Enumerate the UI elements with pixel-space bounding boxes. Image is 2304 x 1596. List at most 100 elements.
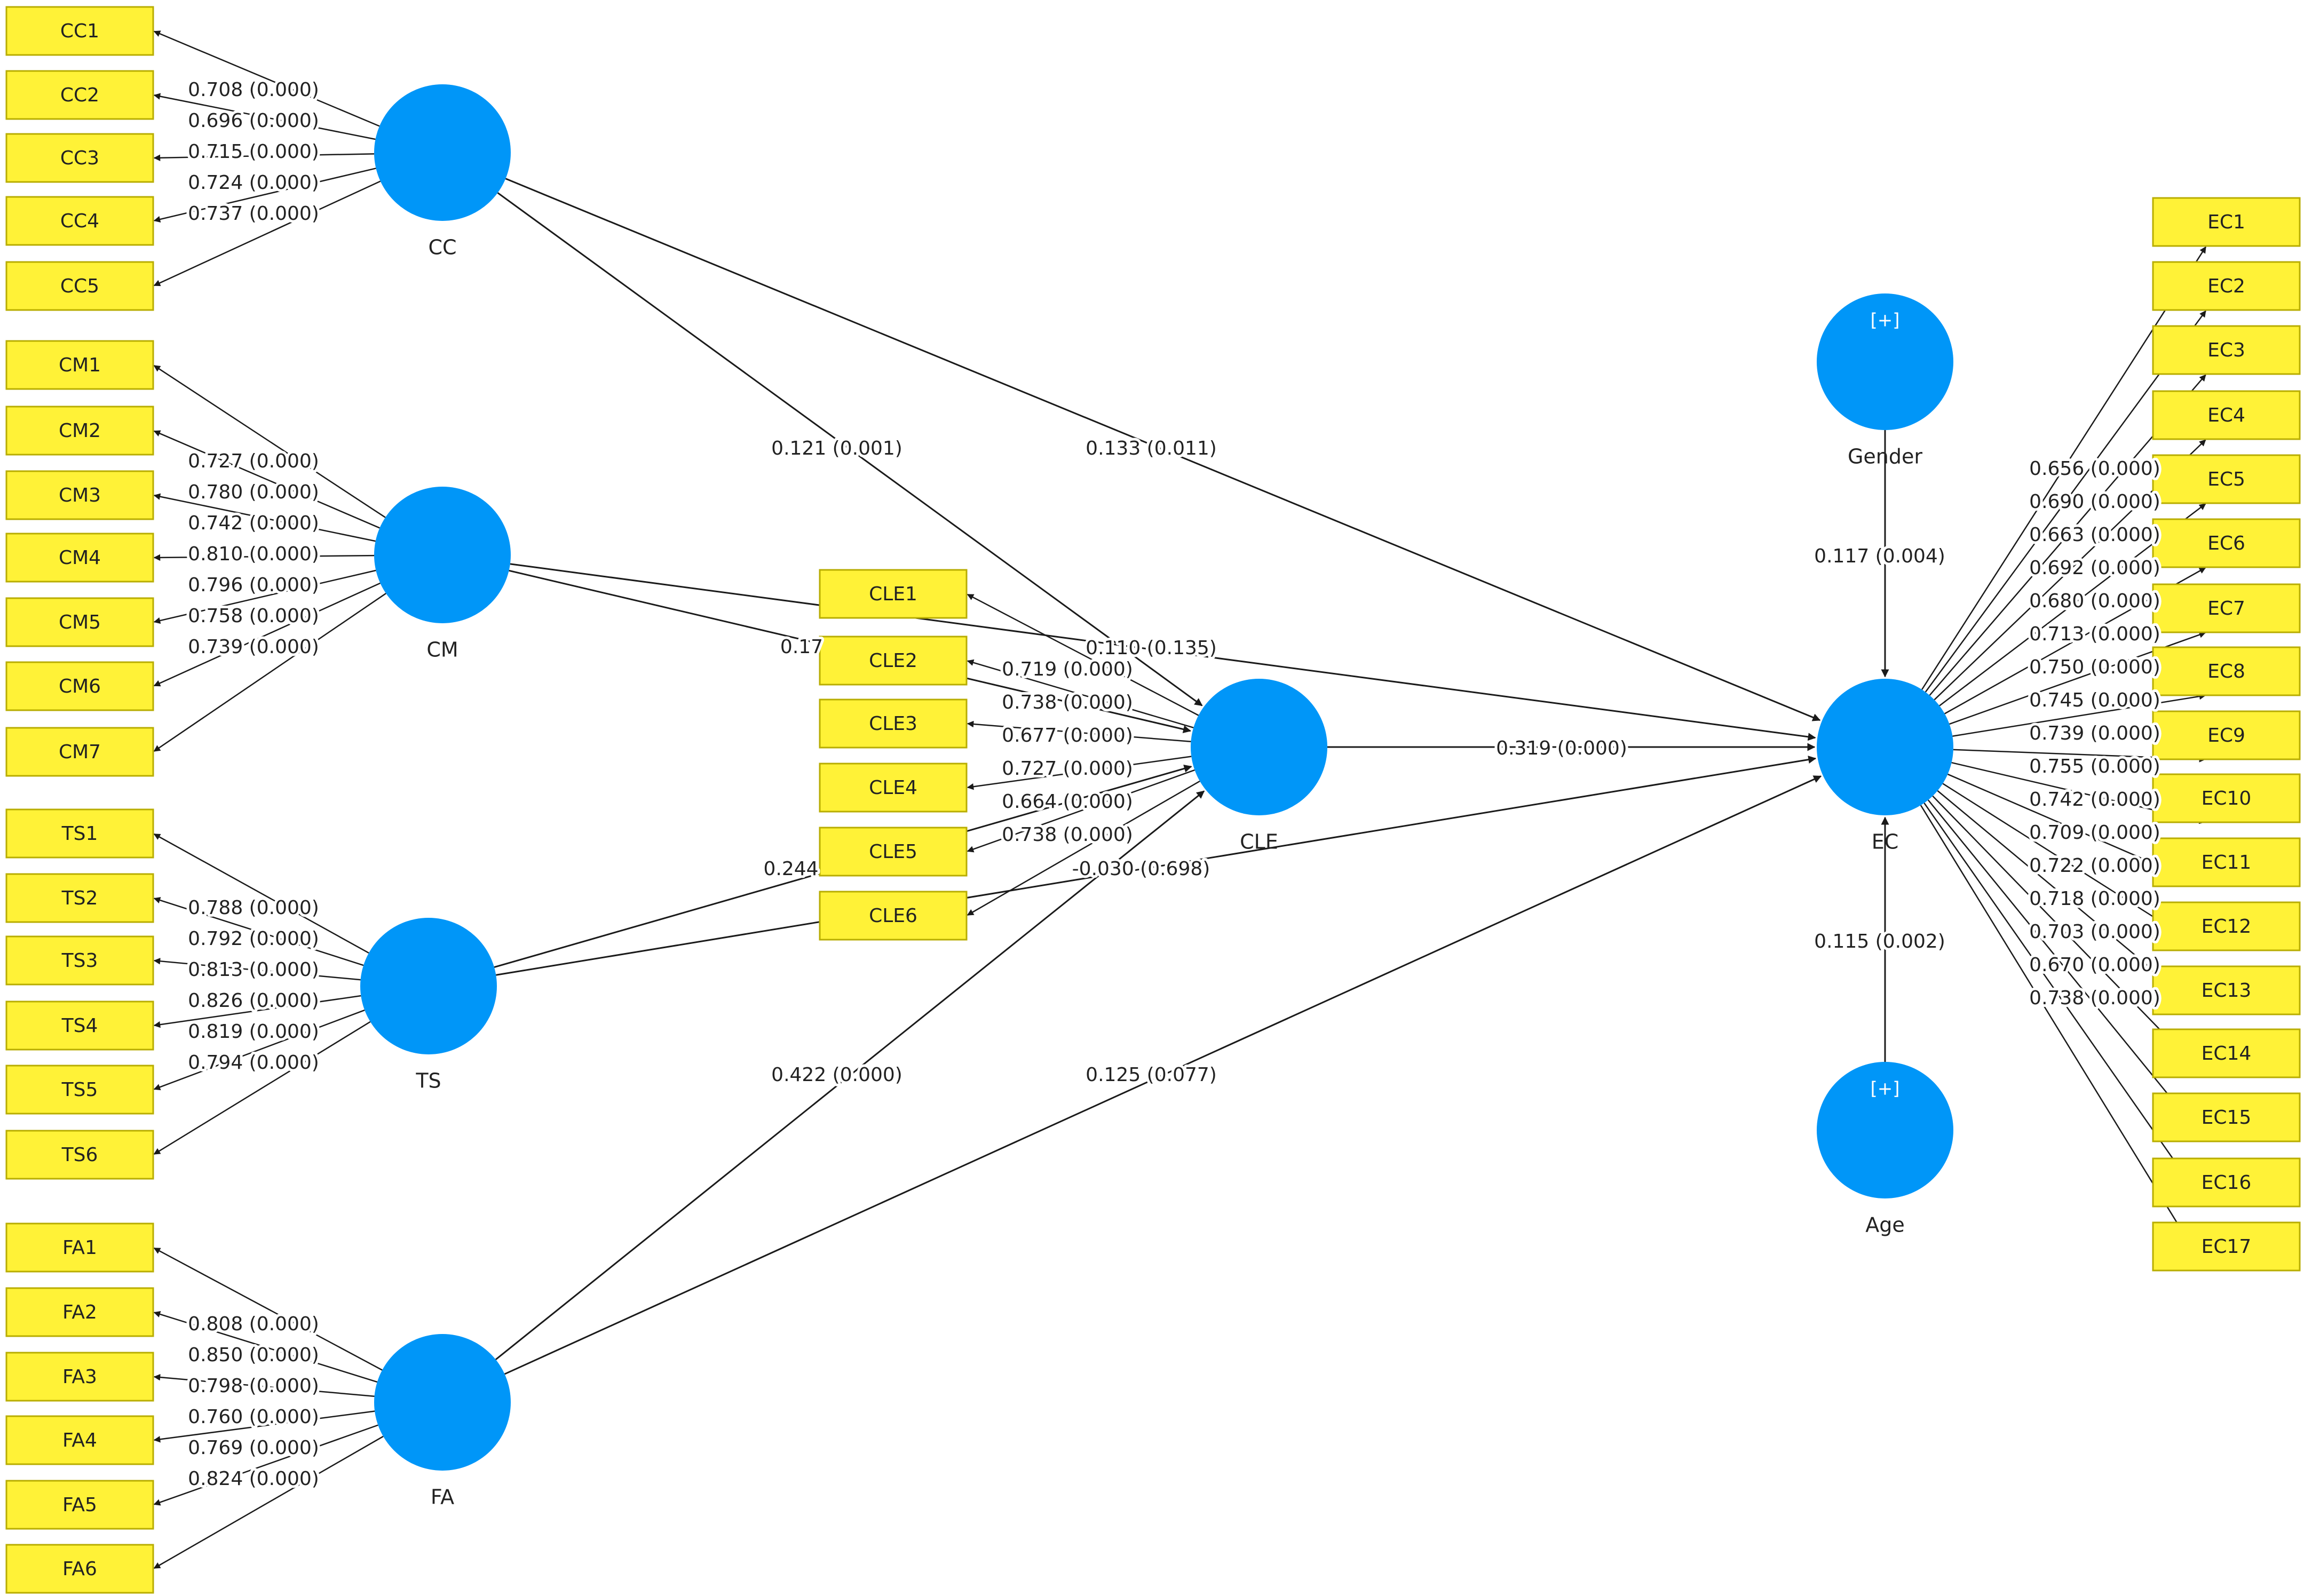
indicator-cc2[interactable]: CC2 [5,70,154,120]
indicator-cm1[interactable]: CM1 [5,340,154,390]
indicator-ec6[interactable]: EC6 [2152,518,2301,568]
indicator-fa1[interactable]: FA1 [5,1222,154,1273]
latent-age[interactable]: [+]Age [1817,1062,1953,1237]
latent-cle[interactable]: CLE [1191,679,1327,854]
path-cc-to-cle [497,192,1203,706]
indicator-ec4[interactable]: EC4 [2152,390,2301,440]
indicator-box [5,1130,154,1180]
indicator-ts6[interactable]: TS6 [5,1130,154,1180]
indicator-cle2[interactable]: CLE2 [819,636,968,686]
latent-label: FA [431,1486,454,1509]
indicator-fa5[interactable]: FA5 [5,1480,154,1530]
indicator-cc3[interactable]: CC3 [5,133,154,183]
indicator-ec7[interactable]: EC7 [2152,583,2301,633]
indicator-label: EC10 [2202,788,2252,809]
indicator-ec14[interactable]: EC14 [2152,1028,2301,1078]
latent-cc[interactable]: CC [374,84,511,259]
indicator-ts3[interactable]: TS3 [5,935,154,986]
indicator-label: CC5 [60,275,99,297]
indicator-cle4[interactable]: CLE4 [819,763,968,813]
indicator-cc4[interactable]: CC4 [5,196,154,246]
indicator-label: CC3 [60,147,99,169]
indicator-cm7[interactable]: CM7 [5,727,154,777]
indicator-ec15[interactable]: EC15 [2152,1092,2301,1142]
indicator-box [2152,901,2301,951]
expand-badge[interactable]: [+] [1870,1078,1899,1100]
indicator-ec3[interactable]: EC3 [2152,325,2301,375]
indicator-label: EC2 [2207,275,2245,297]
loading-line-ec15 [1927,799,2206,1141]
indicator-ec5[interactable]: EC5 [2152,454,2301,504]
indicator-box [5,70,154,120]
loading-line-ts6 [153,1021,371,1155]
indicator-box [2152,965,2301,1015]
indicator-ec2[interactable]: EC2 [2152,261,2301,311]
indicator-box [819,763,968,813]
loading-line-fa2 [153,1311,378,1383]
indicator-ts2[interactable]: TS2 [5,873,154,923]
indicator-label: CLE6 [869,905,917,927]
loading-line-ts4 [153,995,361,1028]
loading-label-ts4: 0.826 (0.000) [188,990,319,1012]
indicator-label: CLE3 [869,713,917,735]
indicator-cle3[interactable]: CLE3 [819,698,968,749]
indicator-label: CC1 [60,20,99,42]
indicator-ts5[interactable]: TS5 [5,1065,154,1115]
indicator-cm5[interactable]: CM5 [5,597,154,647]
indicator-label: EC14 [2202,1043,2252,1065]
indicator-cle6[interactable]: CLE6 [819,891,968,941]
loading-label-cc2: 0.696 (0.000) [188,110,319,132]
latent-gender[interactable]: [+]Gender [1817,293,1953,469]
indicator-box [2152,261,2301,311]
indicator-cc5[interactable]: CC5 [5,261,154,311]
indicator-cle1[interactable]: CLE1 [819,569,968,619]
latent-ts[interactable]: TS [360,918,497,1093]
indicator-fa6[interactable]: FA6 [5,1544,154,1594]
indicator-ts1[interactable]: TS1 [5,808,154,859]
indicator-ec9[interactable]: EC9 [2152,710,2301,760]
latent-fa[interactable]: FA [374,1334,511,1509]
indicator-fa3[interactable]: FA3 [5,1352,154,1402]
indicator-cm6[interactable]: CM6 [5,661,154,711]
indicator-cc1[interactable]: CC1 [5,6,154,56]
indicator-fa2[interactable]: FA2 [5,1287,154,1337]
indicator-label: TS6 [61,1144,98,1166]
path-coefficient-cc-cle: 0.121 (0.001) [771,438,902,459]
loading-line-fa6 [153,1435,384,1569]
indicator-fa4[interactable]: FA4 [5,1415,154,1465]
indicator-ec13[interactable]: EC13 [2152,965,2301,1015]
indicator-label: CLE5 [869,841,917,863]
loading-line-fa3 [153,1373,375,1397]
latent-circle [374,1334,511,1471]
indicator-cle5[interactable]: CLE5 [819,827,968,877]
path-coefficient-fa-cle: 0.422 (0.000) [771,1064,902,1086]
indicator-label: CM7 [59,741,101,763]
indicator-cm2[interactable]: CM2 [5,406,154,456]
expand-badge[interactable]: [+] [1870,310,1899,331]
indicator-cm4[interactable]: CM4 [5,533,154,583]
indicator-ec11[interactable]: EC11 [2152,837,2301,887]
indicator-ts4[interactable]: TS4 [5,1001,154,1051]
indicator-ec10[interactable]: EC10 [2152,773,2301,823]
loading-label-cm3: 0.742 (0.000) [188,512,319,534]
loading-line-ec8 [1952,693,2206,737]
loading-line-ts5 [153,1009,365,1091]
loading-label-ec11: 0.742 (0.000) [2029,789,2160,811]
indicator-box [2152,837,2301,887]
latent-cm[interactable]: CM [374,487,511,662]
indicator-label: EC11 [2202,852,2252,874]
indicator-box [2152,710,2301,760]
indicator-ec8[interactable]: EC8 [2152,646,2301,696]
path-coefficient-cle-ec: 0.319 (0.000) [1496,737,1627,759]
latent-circle [374,84,511,221]
indicator-label: CLE4 [869,777,917,799]
indicator-label: CC2 [60,84,99,106]
indicator-ec12[interactable]: EC12 [2152,901,2301,951]
indicator-box [5,196,154,246]
latent-ec[interactable]: EC [1817,679,1953,854]
indicator-ec1[interactable]: EC1 [2152,197,2301,247]
indicator-boxes: CC1CC2CC3CC4CC5CM1CM2CM3CM4CM5CM6CM7TS1T… [5,6,2301,1594]
indicator-ec16[interactable]: EC16 [2152,1157,2301,1208]
indicator-ec17[interactable]: EC17 [2152,1221,2301,1272]
indicator-cm3[interactable]: CM3 [5,470,154,520]
